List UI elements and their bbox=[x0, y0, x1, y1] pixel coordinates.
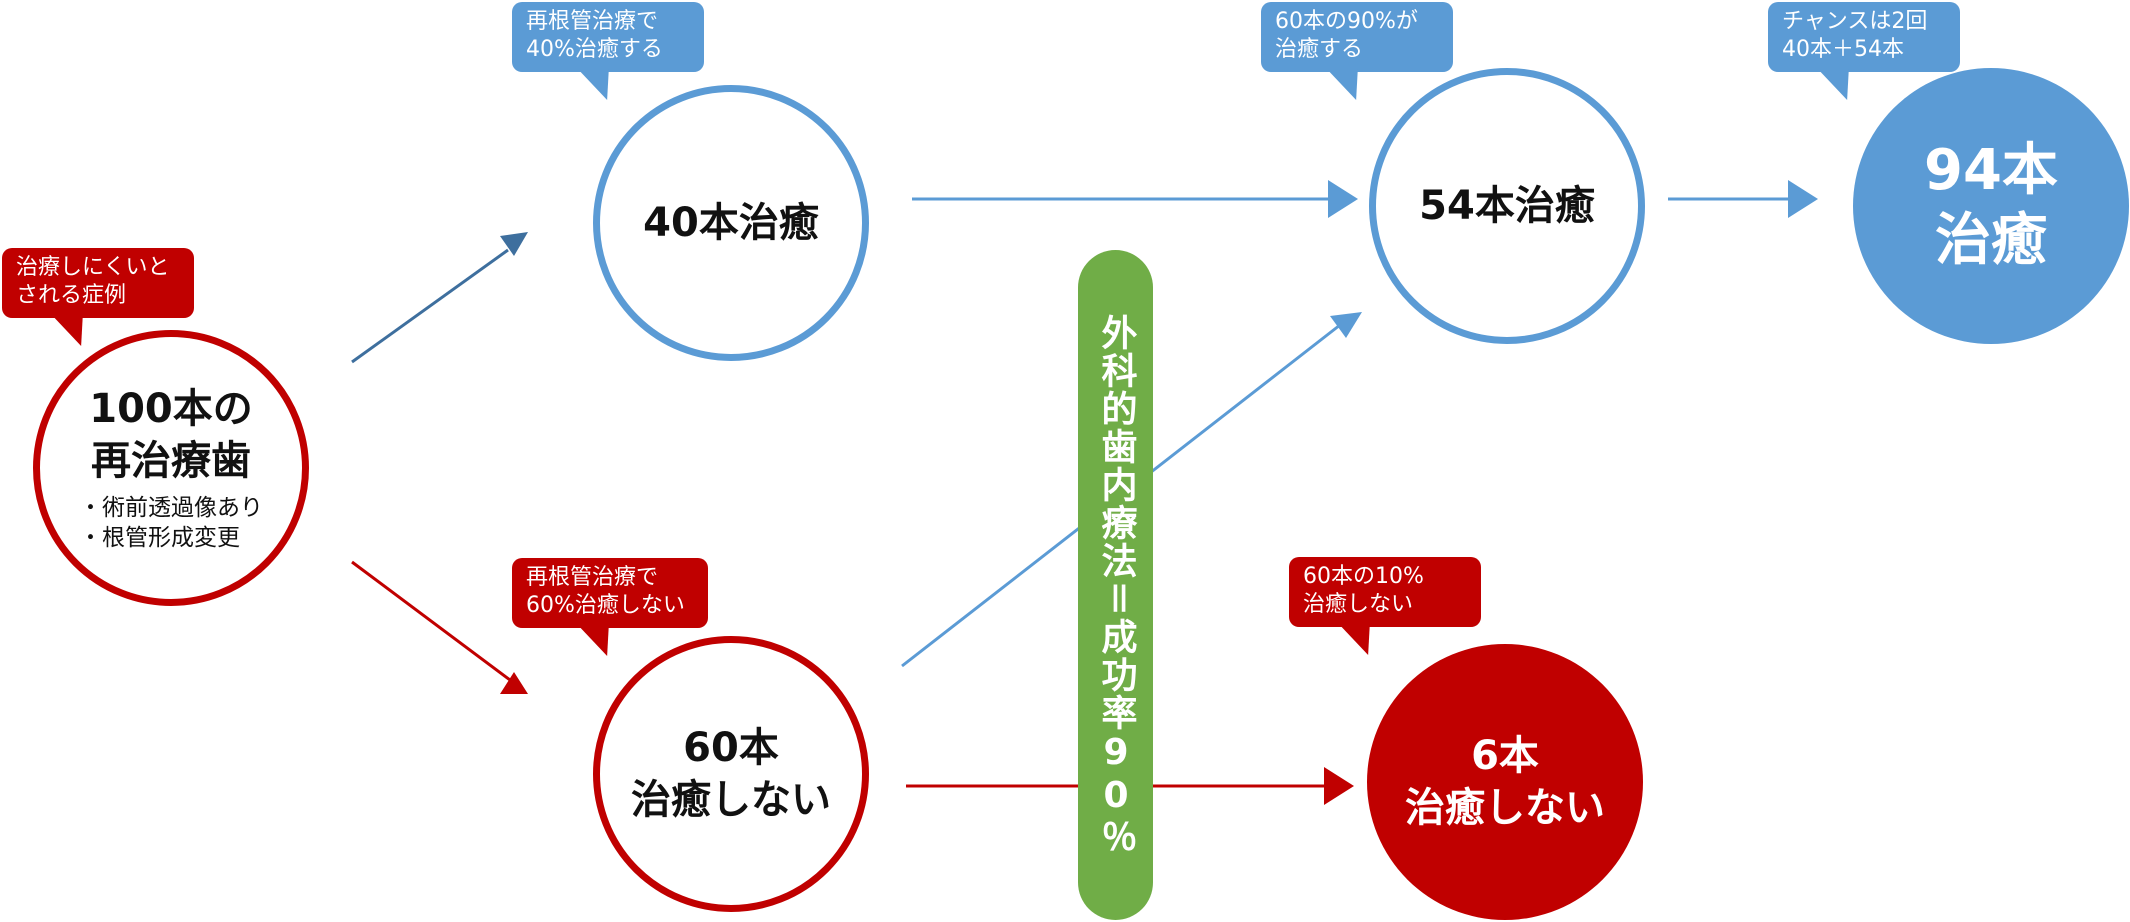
arrowhead-60-to-54 bbox=[1330, 312, 1362, 338]
callout-noheal-6-line1: 60本の10% bbox=[1303, 564, 1424, 589]
node-noheal-60-line1: 60本 bbox=[683, 725, 779, 771]
node-total-94: 94本 治癒 bbox=[1853, 68, 2129, 344]
callout-heal-54: 60本の90%が 治癒する bbox=[1261, 2, 1453, 100]
node-start-line1: 100本の bbox=[89, 386, 253, 432]
node-noheal-60: 60本 治癒しない bbox=[593, 636, 869, 912]
arrowhead-start-to-60 bbox=[500, 672, 528, 694]
callout-total-94-line1: チャンスは2回 bbox=[1782, 9, 1928, 34]
arrowhead-60-to-6 bbox=[1324, 767, 1354, 805]
node-heal-40-label: 40本治癒 bbox=[643, 200, 819, 246]
arrowhead-40-to-54 bbox=[1328, 180, 1358, 218]
node-noheal-6: 6本 治癒しない bbox=[1367, 644, 1643, 920]
node-noheal-6-line2: 治癒しない bbox=[1405, 785, 1605, 831]
callout-noheal-6-line2: 治癒しない bbox=[1303, 592, 1414, 617]
node-total-94-line2: 治癒 bbox=[1935, 208, 2047, 273]
node-heal-54: 54本治癒 bbox=[1369, 68, 1645, 344]
callout-start-line1: 治療しにくいと bbox=[16, 255, 170, 280]
arrow-start-to-60 bbox=[351, 560, 511, 682]
callout-heal-54-line2: 治癒する bbox=[1275, 37, 1364, 62]
node-start-note1: ・術前透過像あり bbox=[79, 495, 263, 521]
callout-noheal-60: 再根管治療で 60%治癒しない bbox=[512, 558, 708, 656]
surgical-endodontics-label: 外科的歯内療法＝成功率90％ bbox=[1078, 250, 1153, 920]
node-noheal-6-line1: 6本 bbox=[1471, 733, 1539, 779]
node-start-notes: ・術前透過像あり ・根管形成変更 bbox=[79, 493, 263, 553]
arrowhead-54-to-94 bbox=[1788, 180, 1818, 218]
arrow-start-to-40 bbox=[351, 248, 509, 364]
callout-start-line2: される症例 bbox=[16, 283, 127, 308]
callout-noheal-60-line1: 再根管治療で bbox=[526, 565, 659, 590]
callout-heal-40-line1: 再根管治療で bbox=[526, 9, 659, 34]
node-heal-40: 40本治癒 bbox=[593, 85, 869, 361]
callout-total-94: チャンスは2回 40本＋54本 bbox=[1768, 2, 1960, 100]
callout-heal-54-line1: 60本の90%が bbox=[1275, 9, 1418, 34]
node-noheal-60-line2: 治癒しない bbox=[631, 777, 831, 823]
callout-total-94-line2: 40本＋54本 bbox=[1782, 37, 1904, 62]
callout-noheal-60-line2: 60%治癒しない bbox=[526, 593, 685, 618]
node-heal-54-label: 54本治癒 bbox=[1419, 183, 1595, 229]
node-start-note2: ・根管形成変更 bbox=[79, 525, 240, 551]
node-total-94-line1: 94本 bbox=[1924, 138, 2058, 203]
arrowhead-start-to-40 bbox=[500, 232, 528, 256]
callout-noheal-6: 60本の10% 治癒しない bbox=[1289, 557, 1481, 655]
callout-heal-40: 再根管治療で 40%治癒する bbox=[512, 2, 704, 100]
node-start: 100本の 再治療歯 ・術前透過像あり ・根管形成変更 bbox=[33, 330, 309, 606]
node-start-line2: 再治療歯 bbox=[91, 438, 251, 484]
callout-start: 治療しにくいと される症例 bbox=[2, 248, 194, 346]
callout-heal-40-line2: 40%治癒する bbox=[526, 37, 663, 62]
